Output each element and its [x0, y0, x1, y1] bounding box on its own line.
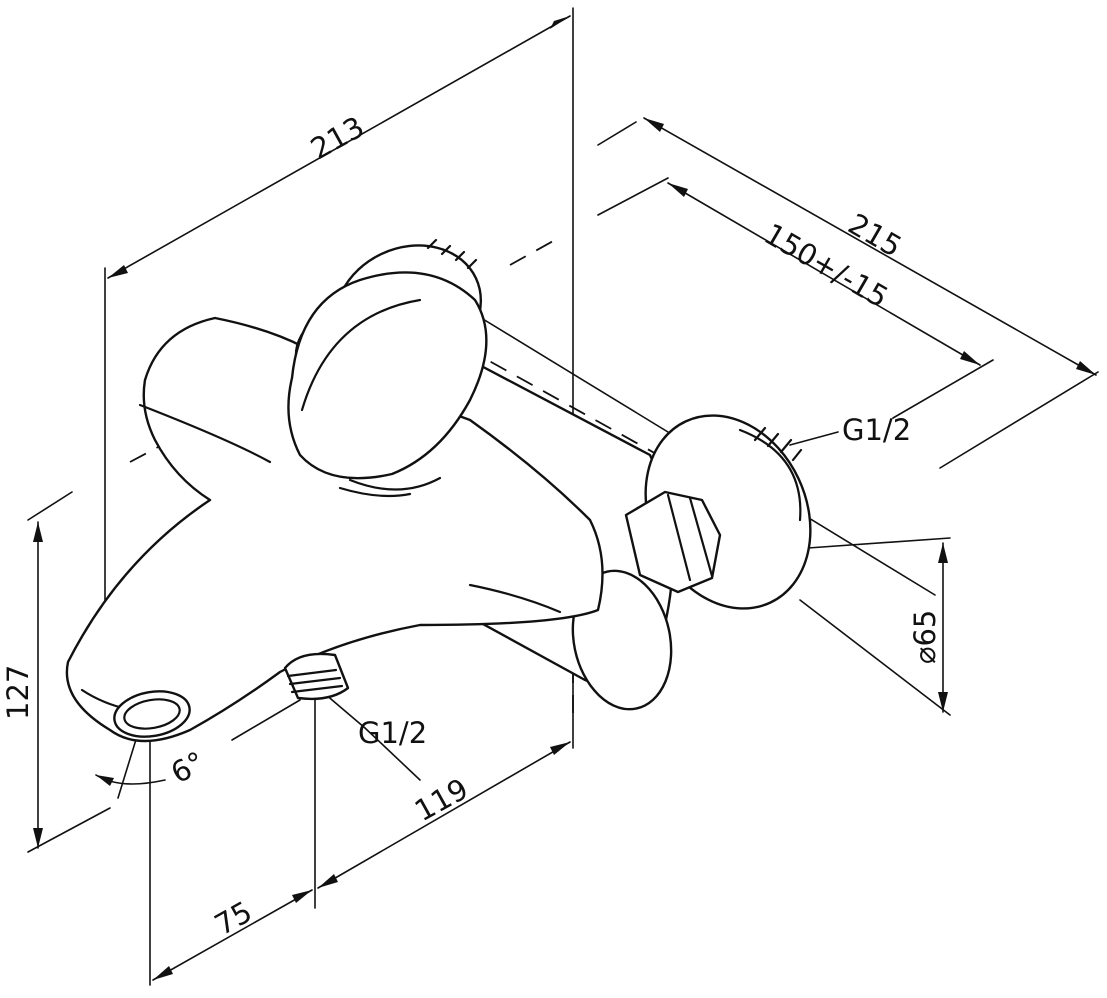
handle — [287, 238, 488, 491]
aerator — [113, 690, 191, 738]
lower-thread — [283, 652, 350, 701]
label-6-degree: 6° — [165, 745, 210, 790]
label-thread-wall: G1/2 — [842, 413, 911, 447]
label-diameter-65: ⌀65 — [908, 610, 942, 664]
label-215: 215 — [843, 207, 908, 264]
label-127: 127 — [1, 665, 35, 720]
wall-rosette — [624, 414, 812, 610]
label-thread-spout: G1/2 — [358, 716, 427, 750]
label-75: 75 — [209, 894, 258, 942]
dimension-lines — [33, 15, 1097, 981]
label-213: 213 — [305, 110, 370, 167]
label-119: 119 — [409, 772, 474, 829]
